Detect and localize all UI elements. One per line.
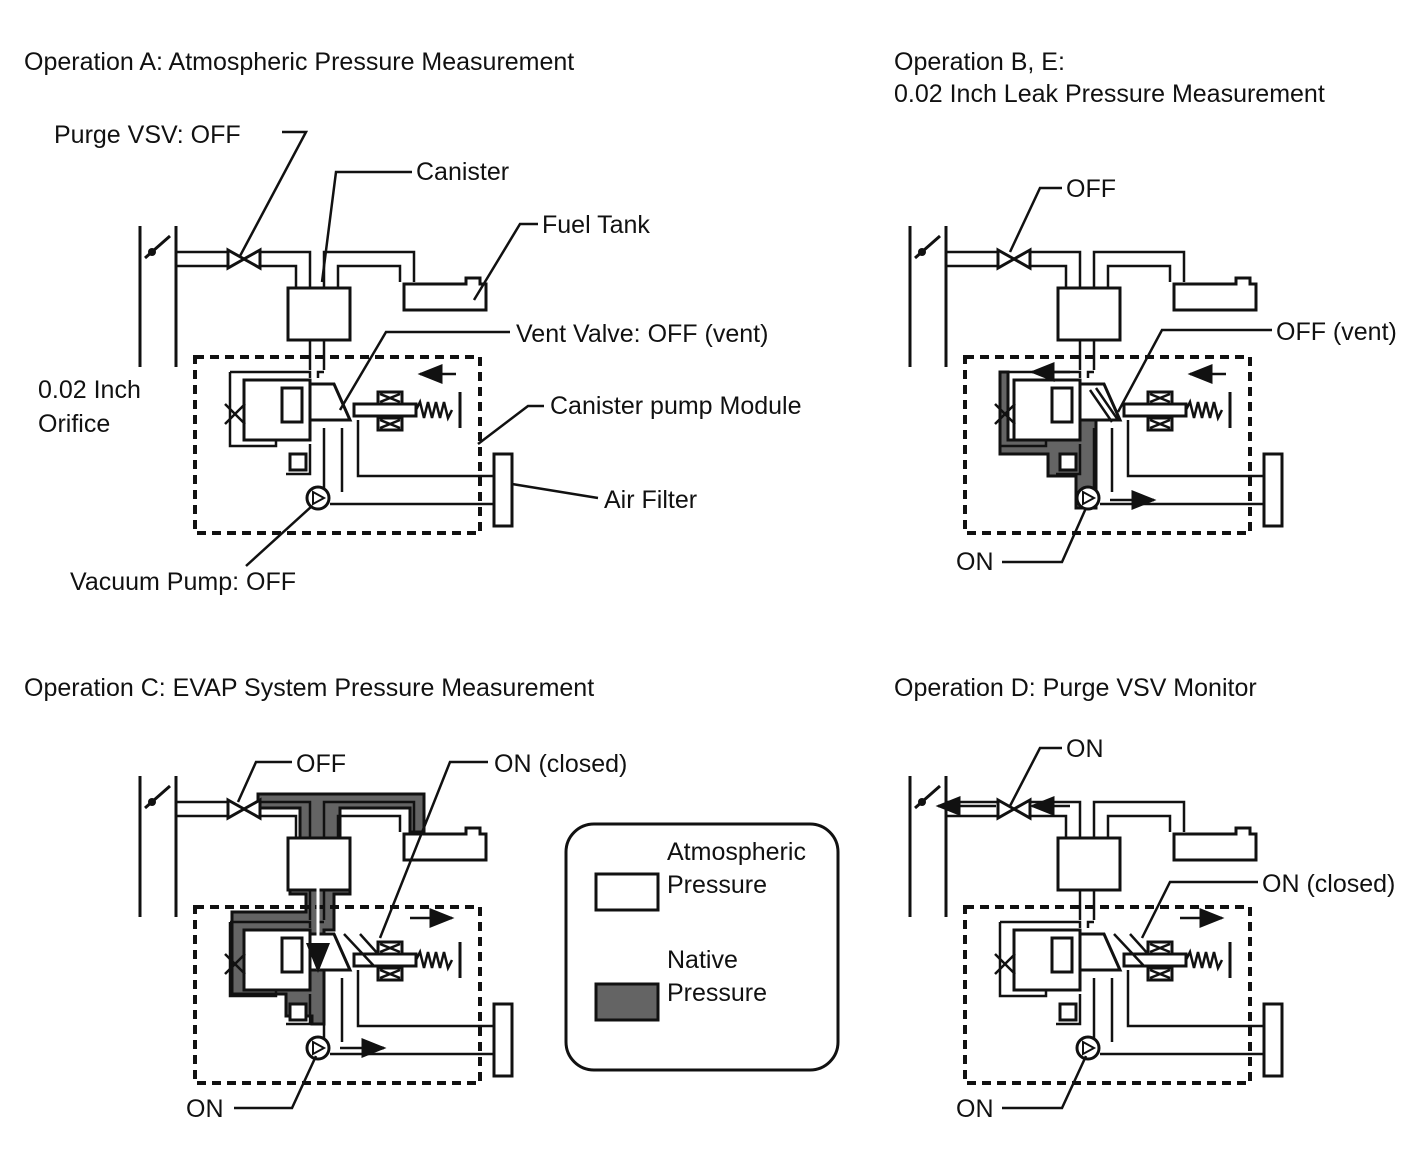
purge-vsv-label: Purge VSV: OFF [54, 121, 241, 149]
panel-a-title: Operation A: Atmospheric Pressure Measur… [24, 48, 574, 76]
panel-d-purge-leader [1008, 746, 1062, 807]
canister-label: Canister [416, 158, 509, 186]
panel-b-pump-label: ON [956, 548, 994, 576]
legend-native-line2: Pressure [667, 979, 767, 1007]
purge-vsv-leader [238, 130, 309, 257]
orifice-label-line2: Orifice [38, 410, 110, 438]
air-filter-leader [511, 482, 599, 500]
pump-module-leader [477, 404, 544, 445]
panel-b: Operation B, E: 0.02 Inch Leak Pressure … [894, 48, 1397, 576]
vent-valve-leader [338, 330, 510, 411]
panel-d-vent-label: ON (closed) [1262, 870, 1395, 898]
panel-d-pump-label: ON [956, 1095, 994, 1123]
panel-c: Operation C: EVAP System Pressure Measur… [24, 674, 627, 1123]
panel-b-purge-label: OFF [1066, 175, 1116, 203]
panel-d-purge-label: ON [1066, 735, 1104, 763]
panel-a: Operation A: Atmospheric Pressure Measur… [24, 48, 802, 596]
panel-b-purge-leader [1008, 186, 1062, 253]
panel-b-pump-leader [1002, 507, 1088, 564]
air-filter-label: Air Filter [604, 486, 697, 514]
panel-d-title: Operation D: Purge VSV Monitor [894, 674, 1257, 702]
panel-b-title-line2: 0.02 Inch Leak Pressure Measurement [894, 80, 1325, 108]
vacuum-pump-label: Vacuum Pump: OFF [70, 568, 296, 596]
panel-a-module [138, 224, 514, 535]
legend: Atmospheric Pressure Native Pressure [564, 822, 840, 1072]
panel-c-pump-leader [234, 1055, 318, 1110]
panel-b-title-line1: Operation B, E: [894, 48, 1065, 76]
panel-c-pump-label: ON [186, 1095, 224, 1123]
panel-c-title: Operation C: EVAP System Pressure Measur… [24, 674, 594, 702]
legend-atmospheric-line1: Atmospheric [667, 838, 806, 866]
panel-d-module [908, 774, 1284, 1085]
vent-valve-label: Vent Valve: OFF (vent) [516, 320, 768, 348]
vacuum-pump-leader [245, 505, 313, 567]
fuel-tank-label: Fuel Tank [542, 211, 650, 239]
fuel-tank-leader [472, 222, 538, 301]
panel-d-pump-leader [1002, 1055, 1088, 1110]
orifice-label-line1: 0.02 Inch [38, 376, 141, 404]
panel-b-vent-leader [1116, 328, 1272, 413]
pump-module-label: Canister pump Module [550, 392, 802, 420]
native-swatch [594, 982, 660, 1022]
panel-b-vent-label: OFF (vent) [1276, 318, 1397, 346]
panel-c-purge-label: OFF [296, 750, 346, 778]
legend-native-line1: Native [667, 946, 738, 974]
legend-atmospheric-line2: Pressure [667, 871, 767, 899]
panel-d: Operation D: Purge VSV Monitor ON ON (cl… [894, 674, 1395, 1123]
panel-c-vent-leader [378, 760, 488, 939]
panel-c-purge-leader [236, 760, 292, 803]
canister-leader [320, 170, 412, 283]
atmospheric-swatch [594, 872, 660, 912]
panel-c-vent-label: ON (closed) [494, 750, 627, 778]
panel-d-vent-leader [1140, 880, 1258, 939]
